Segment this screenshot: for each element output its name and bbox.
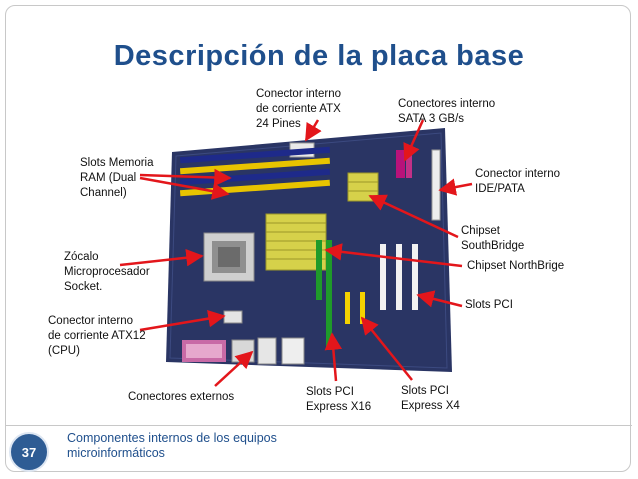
- label-cpu-socket: Zócalo Microprocesador Socket.: [64, 251, 150, 293]
- atx12-connector: [223, 310, 243, 324]
- footer-caption: Componentes internos de los equipos micr…: [67, 431, 277, 460]
- label-ram-slots: Slots Memoria RAM (Dual Channel): [80, 157, 154, 199]
- label-ide-pata: Conector interno IDE/PATA: [475, 168, 561, 195]
- label-pci-slots: Slots PCI: [465, 299, 513, 311]
- label-pcie-x16: Slots PCI Express X16: [306, 386, 372, 413]
- label-southbridge: Chipset SouthBridge: [461, 225, 525, 252]
- sata-connectors: [396, 150, 405, 178]
- pci-slots: [380, 244, 418, 310]
- label-atx24: Conector interno de corriente ATX 24 Pin…: [256, 88, 342, 130]
- label-atx12: Conector interno de corriente ATX12 (CPU…: [48, 315, 146, 357]
- external-connectors: [182, 337, 305, 365]
- page-number-badge: 37: [9, 432, 49, 472]
- label-northbridge: Chipset NorthBrige: [467, 260, 565, 272]
- label-sata: Conectores interno SATA 3 GB/s: [398, 98, 496, 125]
- slide-frame: [5, 5, 631, 472]
- pointer-arrows: [119, 119, 473, 387]
- label-pcie-x4: Slots PCI Express X4: [401, 385, 460, 412]
- cpu-socket: [203, 232, 255, 282]
- footer-divider: [5, 425, 632, 426]
- southbridge-heatsink: [347, 172, 379, 202]
- pcie-x16-slot: [326, 240, 332, 350]
- label-external-connectors: Conectores externos: [128, 391, 235, 403]
- pcie-x4-slot: [345, 292, 350, 324]
- ide-connector: [431, 149, 441, 221]
- slide-title: Descripción de la placa base: [113, 40, 525, 72]
